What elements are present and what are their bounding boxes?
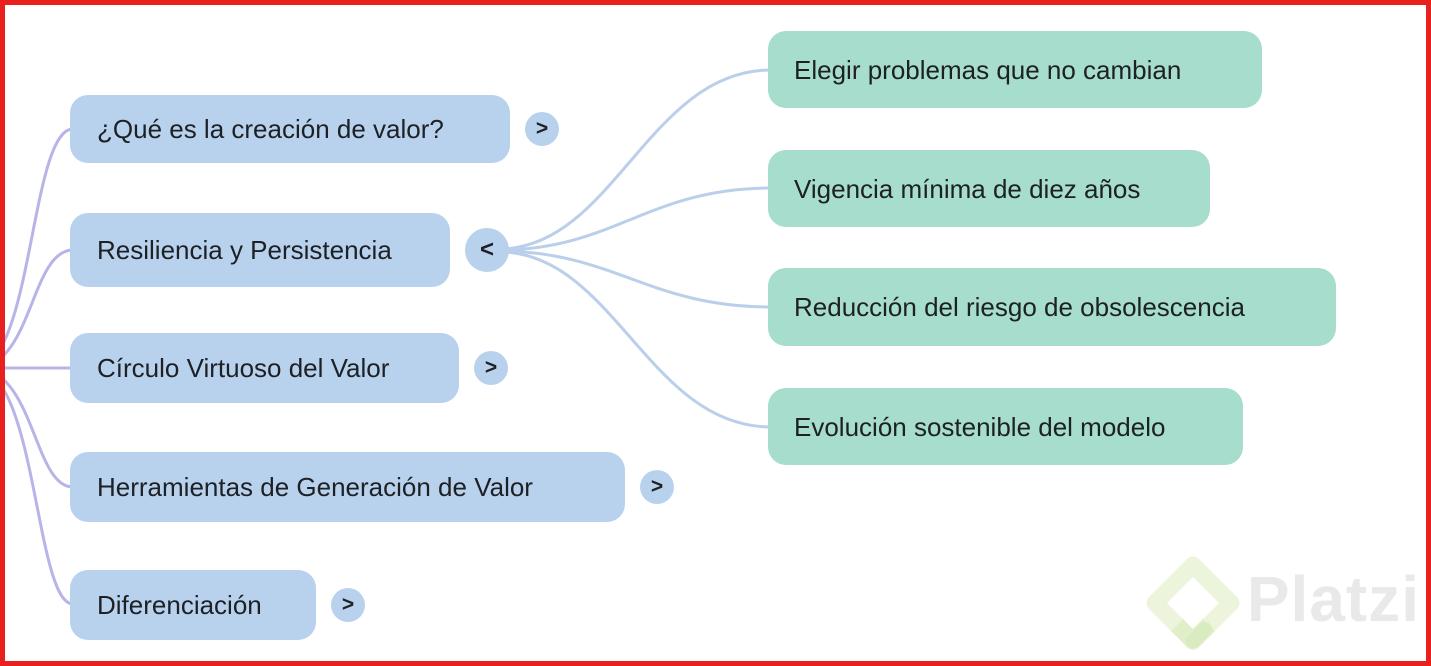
topic-node-herramientas[interactable]: Herramientas de Generación de Valor [70,452,625,522]
connector-line [5,389,74,606]
watermark: Platzi [1143,553,1420,655]
connector-line [503,249,772,309]
topic-node-circulo-virtuoso[interactable]: Círculo Virtuoso del Valor [70,333,459,403]
expand-toggle-button[interactable]: > [640,470,674,504]
connector-line [503,186,772,252]
topic-node-creacion-de-valor[interactable]: ¿Qué es la creación de valor? [70,95,510,163]
connector-line [503,250,772,429]
collapse-toggle-button[interactable]: < [465,228,509,272]
topic-node-resiliencia[interactable]: Resiliencia y Persistencia [70,213,450,287]
expand-toggle-button[interactable]: > [525,112,559,146]
connector-line [5,248,74,357]
watermark-text: Platzi [1246,563,1420,635]
subtopic-node-elegir-problemas[interactable]: Elegir problemas que no cambian [768,31,1262,108]
platzi-logo-icon [1146,556,1240,650]
expand-toggle-button[interactable]: > [331,588,365,622]
topic-node-diferenciacion[interactable]: Diferenciación [70,570,316,640]
expand-toggle-button[interactable]: > [474,351,508,385]
subtopic-node-reduccion-riesgo[interactable]: Reducción del riesgo de obsolescencia [768,268,1336,346]
connector-line [5,378,74,489]
subtopic-node-evolucion-sostenible[interactable]: Evolución sostenible del modelo [768,388,1243,465]
subtopic-node-vigencia-minima[interactable]: Vigencia mínima de diez años [768,150,1210,227]
connector-line [5,127,74,343]
